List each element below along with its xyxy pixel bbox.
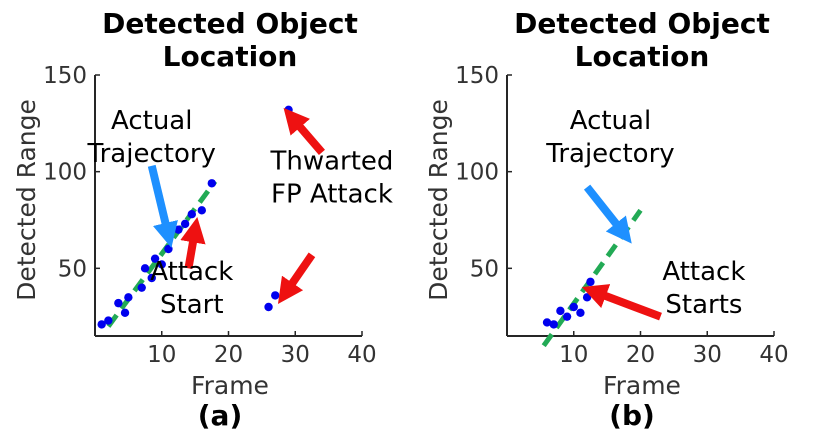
x-tick-label: 20 — [214, 342, 243, 368]
data-point — [150, 254, 160, 263]
annotation-text: Start — [160, 290, 224, 320]
trajectory-line-a — [106, 179, 218, 328]
data-point — [556, 306, 565, 316]
data-point — [114, 298, 123, 308]
chart-title-b-line1: Detected Object — [514, 7, 770, 40]
x-tick-label: 40 — [347, 342, 376, 368]
annotation-text: Attack — [150, 257, 233, 287]
x-tick-label: 20 — [626, 342, 655, 368]
annotation-arrow — [180, 217, 206, 270]
y-tick-label: 100 — [43, 160, 87, 186]
data-point — [569, 302, 578, 312]
data-point — [207, 179, 217, 188]
panel-label-b: (b) — [609, 399, 655, 432]
annotation-text: Starts — [665, 290, 742, 320]
x-tick-label: 40 — [759, 342, 788, 368]
annotation-arrow — [583, 184, 632, 244]
y-tick-label: 150 — [43, 63, 87, 89]
x-axis-label-a: Frame — [191, 371, 269, 400]
data-point — [174, 225, 183, 234]
data-point — [542, 318, 552, 327]
data-point — [264, 302, 273, 312]
data-point — [97, 320, 106, 329]
x-axis-label-b: Frame — [603, 371, 681, 400]
chart-panel-b: Detected Object Location Detected Range … — [424, 7, 789, 432]
y-tick-label: 150 — [455, 63, 499, 89]
data-point — [147, 273, 156, 283]
y-tick-label: 50 — [470, 256, 499, 282]
annotation-text: Actual — [570, 106, 651, 136]
chart-title-b-line2: Location — [575, 40, 710, 73]
data-point — [104, 316, 113, 325]
chart-title-a-line2: Location — [163, 40, 298, 73]
annotation-arrow — [581, 284, 662, 321]
panel-label-a: (a) — [198, 399, 243, 432]
annotation-text: Trajectory — [87, 139, 216, 169]
data-point — [271, 291, 280, 300]
data-point — [137, 283, 146, 292]
data-point — [164, 244, 173, 254]
data-point — [140, 264, 150, 273]
data-point — [562, 312, 572, 321]
data-point — [124, 293, 133, 302]
data-point — [157, 260, 166, 269]
data-point — [180, 219, 190, 229]
chart-panel-a: Detected Object Location Detected Range … — [12, 7, 393, 432]
annotation-text: Trajectory — [545, 139, 674, 169]
y-axis-label-b: Detected Range — [424, 99, 453, 301]
annotation-text: Actual — [111, 106, 192, 136]
data-point — [284, 105, 293, 115]
data-point — [197, 206, 206, 215]
data-point — [582, 293, 592, 302]
annotation-arrow — [277, 252, 316, 304]
axes-b: 10 20 30 40 50 100 150 — [455, 63, 789, 368]
chart-title-a-line1: Detected Object — [102, 7, 358, 40]
y-axis-label-a: Detected Range — [12, 99, 41, 301]
annotation-text: FP Attack — [271, 180, 393, 210]
axes-a: 10 20 30 40 50 100 150 — [43, 63, 377, 368]
x-tick-label: 30 — [693, 342, 722, 368]
data-point — [586, 277, 595, 287]
x-tick-label: 10 — [147, 342, 176, 368]
x-tick-label: 30 — [281, 342, 310, 368]
data-point — [549, 320, 558, 329]
y-tick-label: 100 — [455, 160, 499, 186]
data-point — [187, 210, 196, 219]
x-tick-label: 10 — [559, 342, 588, 368]
y-tick-label: 50 — [58, 256, 87, 282]
annotation-text: Thwarted — [269, 147, 393, 177]
trajectory-segment — [106, 179, 218, 328]
data-points-a — [97, 105, 293, 329]
annotation-text: Attack — [662, 257, 745, 287]
data-point — [576, 308, 585, 317]
annotation-arrow — [147, 164, 178, 248]
data-point — [120, 308, 130, 317]
annotation-arrow — [283, 107, 325, 155]
